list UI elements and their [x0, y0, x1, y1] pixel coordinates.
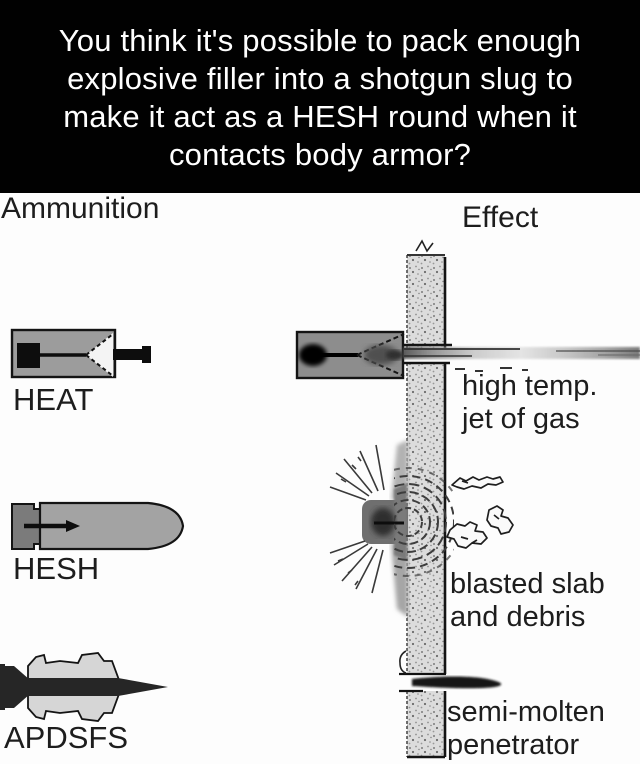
apdsfs-effect-label: semi-molten penetrator [447, 696, 605, 761]
heat-impact-icon [295, 330, 405, 380]
caption-line-4: contacts body armor? [168, 137, 472, 172]
hesh-effect-label: blasted slab and debris [450, 568, 605, 633]
heat-effect-label: high temp. jet of gas [462, 370, 598, 435]
caption-line-1: You think it's possible to pack enough [58, 23, 582, 58]
hesh-round-icon [11, 501, 185, 551]
heat-label: HEAT [13, 382, 94, 417]
apdsfs-label: APDSFS [4, 720, 129, 755]
heat-round-icon [10, 328, 151, 379]
semi-molten-penetrator-icon [412, 676, 502, 689]
effect-column-header: Effect [462, 201, 539, 234]
ammunition-column-header: Ammunition [1, 192, 160, 225]
hesh-impact-icon [329, 440, 454, 617]
meme-caption: You think it's possible to pack enough e… [0, 0, 640, 193]
caption-line-3: make it act as a HESH round when it [63, 99, 577, 134]
ammunition-effect-diagram [0, 239, 640, 759]
hesh-label: HESH [13, 551, 100, 586]
spall-debris-icon [446, 476, 514, 549]
shaped-charge-jet-icon [403, 347, 640, 372]
apdsfs-dart-icon [0, 652, 168, 722]
caption-line-2: explosive filler into a shotgun slug to [67, 61, 573, 96]
